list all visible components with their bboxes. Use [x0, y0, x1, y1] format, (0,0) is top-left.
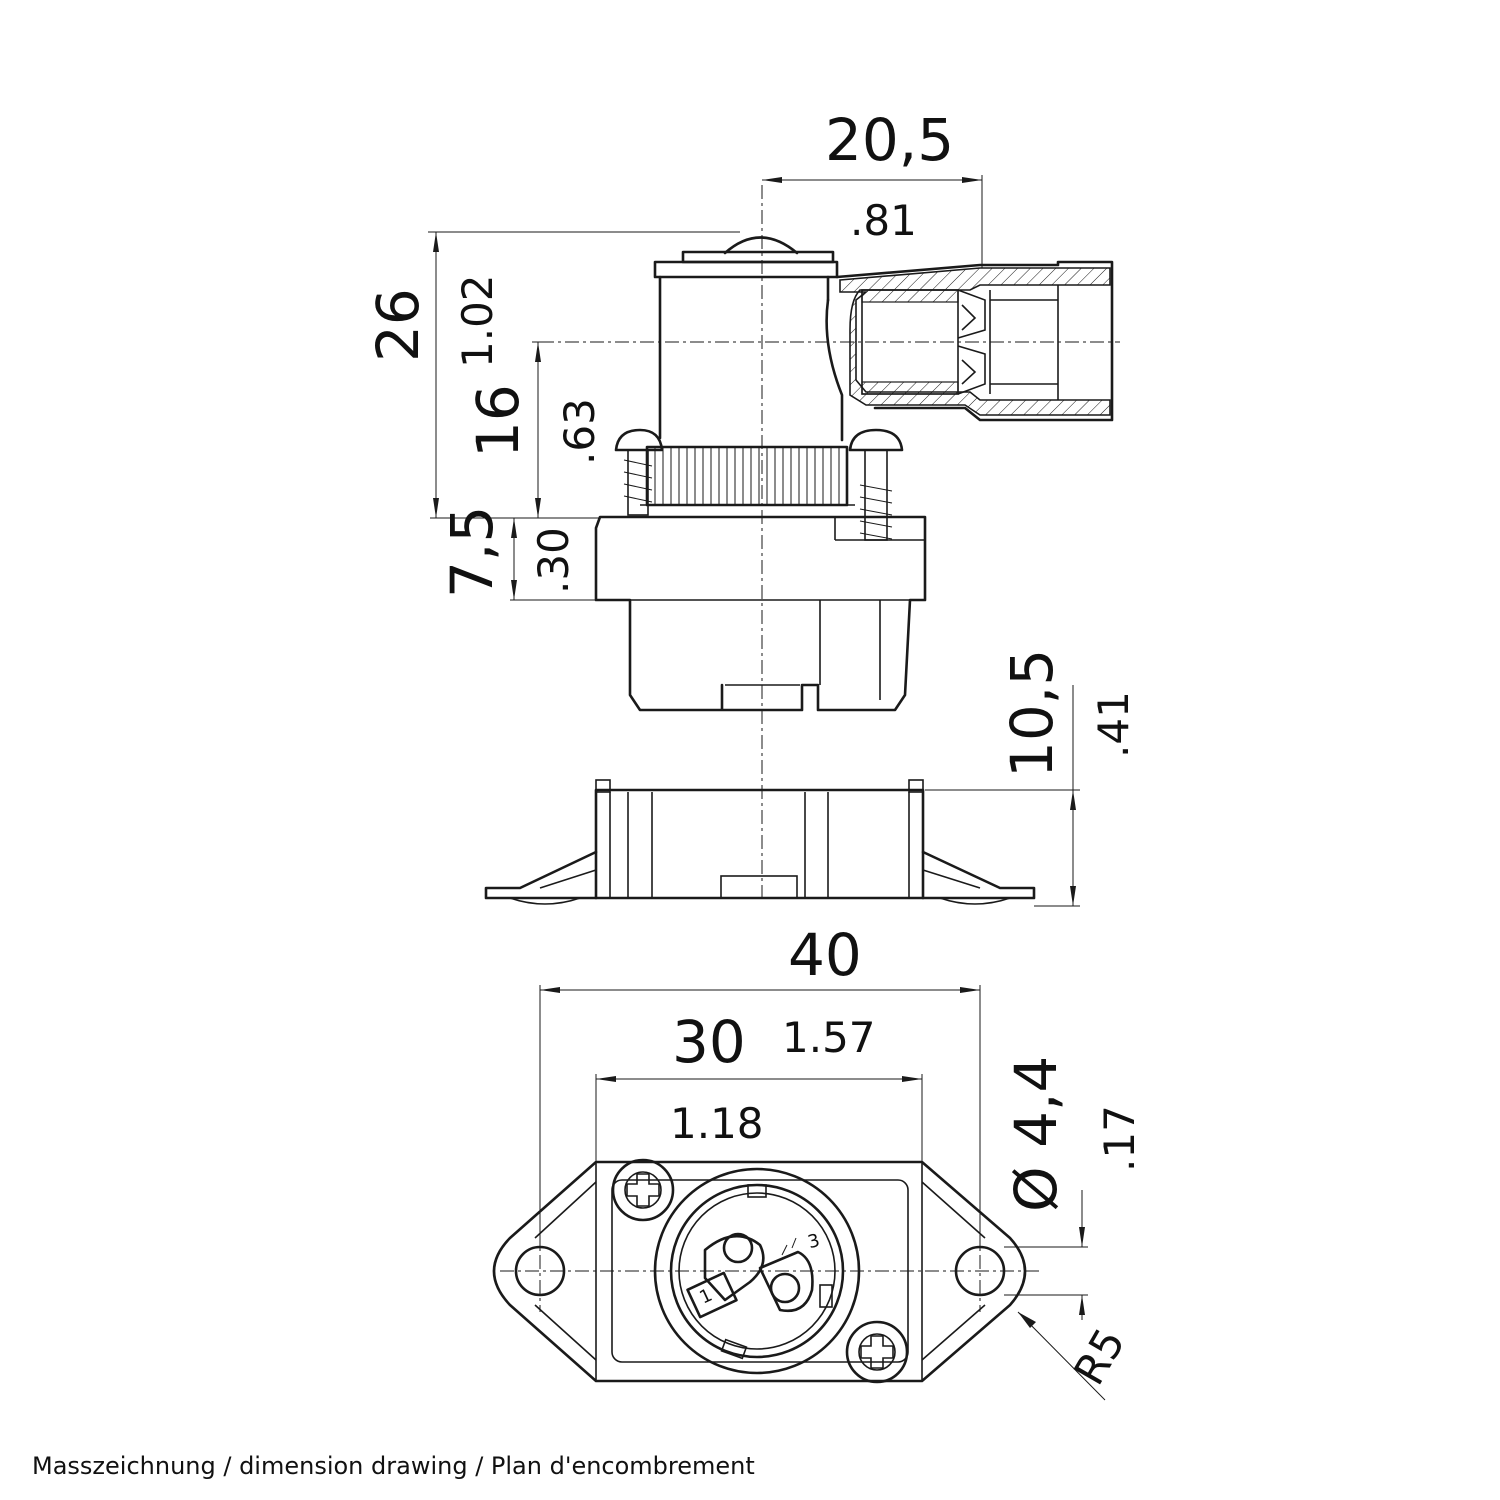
- dimension-lines: [428, 175, 1106, 1401]
- top-view: 1 3: [492, 1158, 1040, 1384]
- dim-width-mm: 20,5: [825, 106, 954, 174]
- dim-radius: R5: [1064, 1320, 1134, 1393]
- dim-hole-spacing-mm: 30: [672, 1008, 746, 1076]
- drawing-caption: Masszeichnung / dimension drawing / Plan…: [32, 1452, 755, 1480]
- side-view: [540, 185, 1120, 900]
- dim-housing-height-in: .41: [1089, 691, 1138, 758]
- pin-3-label: 3: [806, 1230, 822, 1253]
- dim-hole-diameter-in: .17: [1095, 1105, 1144, 1172]
- knurl-lines: [654, 447, 840, 505]
- dim-flange-height-in: .30: [529, 527, 578, 594]
- dim-hole-spacing-in: 1.18: [670, 1099, 764, 1148]
- dimension-labels: 20,5 .81 26 1.02 16 .63 7,5 .30 10,5 .41…: [364, 106, 1144, 1393]
- dim-overall-length-mm: 40: [788, 921, 862, 989]
- screw-bottom-right: [845, 1320, 909, 1384]
- front-view: [484, 779, 1036, 905]
- dim-axis-height-in: .63: [555, 398, 604, 465]
- dim-flange-height-mm: 7,5: [438, 506, 506, 598]
- dim-housing-height-mm: 10,5: [998, 649, 1066, 778]
- dim-hole-diameter-mm: Ø 4,4: [1002, 1056, 1070, 1212]
- dim-overall-length-in: 1.57: [782, 1013, 876, 1062]
- dim-axis-height-mm: 16: [464, 384, 532, 458]
- dim-total-height-in: 1.02: [453, 274, 502, 368]
- dim-total-height-mm: 26: [364, 288, 432, 362]
- screw-top-left: [611, 1158, 675, 1222]
- dim-width-in: .81: [850, 196, 917, 245]
